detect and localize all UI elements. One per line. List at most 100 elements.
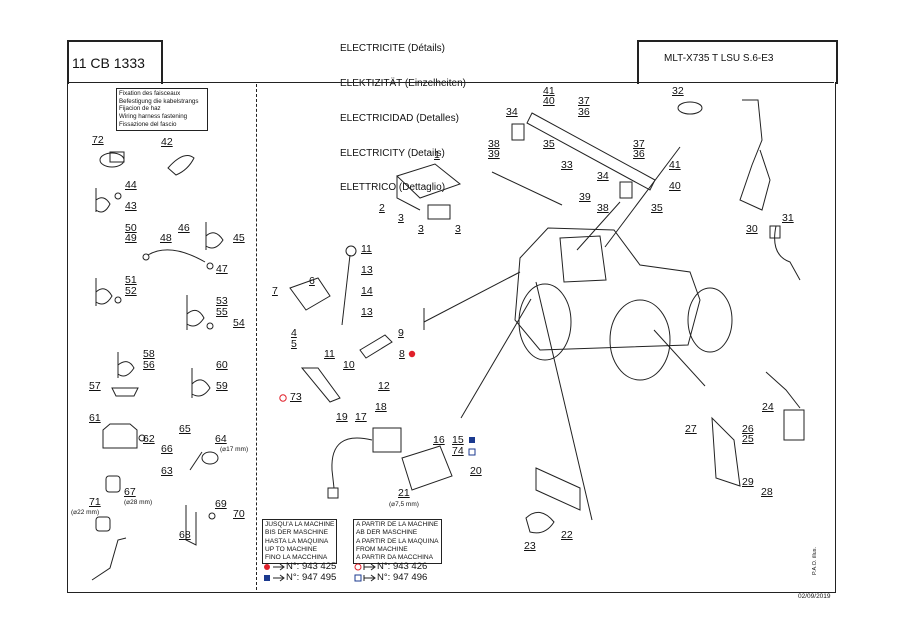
callout-36b: 36 [633, 148, 645, 160]
callout-55: 55 [216, 306, 228, 318]
part-connector-3 [427, 204, 451, 220]
fixation-es: Fijacion de haz [119, 105, 161, 113]
callout-17: 17 [355, 411, 367, 423]
callout-49: 49 [125, 232, 137, 244]
callout-63: 63 [161, 465, 173, 477]
callout-34b: 34 [597, 170, 609, 182]
callout-14: 14 [361, 285, 373, 297]
from-machine-legend: A PARTIR DE LA MACHINE AB DER MASCHINE A… [353, 519, 442, 565]
callout-18: 18 [375, 401, 387, 413]
ref-box [67, 40, 163, 84]
dim-22mm: (⌀22 mm) [71, 509, 100, 516]
callout-39b: 39 [579, 191, 591, 203]
part-frame-rail [535, 467, 581, 511]
until-es: HASTA LA MAQUINA [265, 537, 329, 545]
callout-61: 61 [89, 412, 101, 424]
callout-60: 60 [216, 359, 228, 371]
arrow-from-icon [363, 563, 376, 571]
callout-35a: 35 [543, 138, 555, 150]
callout-35b: 35 [651, 202, 663, 214]
callout-23: 23 [524, 540, 536, 552]
part-clip-56 [111, 352, 139, 397]
part-clip-45 [205, 222, 224, 250]
serial-from-1: N°: 943 426 [377, 561, 428, 572]
serial-marker-blue-filled [264, 575, 270, 581]
model-box [637, 40, 838, 84]
callout-5: 5 [291, 338, 297, 350]
serial-until-2: N°: 947 495 [286, 572, 337, 583]
callout-42: 42 [161, 136, 173, 148]
serial-from-2: N°: 947 496 [377, 572, 428, 583]
callout-26: 26 [742, 423, 754, 435]
part-hose-48 [142, 249, 214, 270]
callout-21: 21 [398, 487, 410, 499]
callout-40a: 40 [543, 95, 555, 107]
callout-74: 74 [452, 445, 464, 457]
callout-32: 32 [672, 85, 684, 97]
callout-10: 10 [343, 359, 355, 371]
dim-28mm: (⌀28 mm) [124, 499, 153, 506]
callout-54: 54 [233, 317, 245, 329]
callout-45: 45 [233, 232, 245, 244]
callout-47: 47 [216, 263, 228, 275]
callout-24: 24 [762, 401, 774, 413]
part-bracket-1 [396, 163, 462, 211]
from-es: A PARTIR DE LA MAQUINA [356, 537, 439, 545]
callout-41a: 41 [543, 85, 555, 97]
part-sensor-32 [677, 99, 801, 281]
title-de: ELEKTIZITÄT (Einzelheiten) [340, 77, 466, 89]
callout-51: 51 [125, 274, 137, 286]
part-lever-9 [359, 334, 393, 359]
fixation-fr: Fixation des faisceaux [119, 90, 181, 97]
marker-blue-filled [469, 437, 475, 443]
dim-17mm: (⌀17 mm) [220, 446, 249, 453]
fixation-en: Wiring harness fastening [119, 113, 188, 121]
callout-66: 66 [161, 443, 173, 455]
part-bracket-61 [102, 423, 146, 449]
part-switch-6 [289, 277, 331, 311]
author-credit: P.A.O. illus. [812, 546, 818, 575]
fixation-legend: Fixation des faisceaux Befestigung die k… [116, 88, 208, 131]
callout-68: 68 [179, 529, 191, 541]
callout-30: 30 [746, 223, 758, 235]
callout-64: 64 [215, 433, 227, 445]
callout-37a: 37 [578, 95, 590, 107]
until-fr: JUSQU'A LA MACHINE [265, 521, 335, 528]
machine-model: MLT-X735 T LSU S.6-E3 [664, 53, 774, 64]
callout-53: 53 [216, 295, 228, 307]
title-fr: ELECTRICITE (Détails) [340, 43, 446, 55]
part-clip-51 [95, 278, 122, 306]
callout-52: 52 [125, 285, 137, 297]
until-en: UP TO MACHINE [265, 545, 318, 553]
callout-28: 28 [761, 486, 773, 498]
callout-11b: 11 [324, 348, 335, 360]
part-bracket-68 [185, 505, 216, 546]
callout-62: 62 [143, 433, 155, 445]
title-it: ELETTRICO (Dettaglio) [340, 182, 446, 194]
callout-57: 57 [89, 380, 101, 392]
callout-33: 33 [561, 159, 573, 171]
machine-telehandler [514, 227, 733, 381]
serial-marker-blue-open [354, 574, 362, 582]
callout-1: 1 [434, 149, 440, 161]
callout-12: 12 [378, 380, 390, 392]
callout-58: 58 [143, 348, 155, 360]
serial-until-1: N°: 943 425 [286, 561, 337, 572]
callout-22: 22 [561, 529, 573, 541]
callout-20: 20 [470, 465, 482, 477]
callout-19: 19 [336, 411, 348, 423]
marker-red-filled [408, 350, 416, 358]
part-clip-34 [511, 123, 633, 199]
serial-marker-red-filled [264, 564, 270, 570]
marker-blue-open [468, 448, 476, 456]
callout-65: 65 [179, 423, 191, 435]
part-clip-53 [186, 295, 214, 330]
part-tie-42 [167, 155, 195, 176]
callout-31: 31 [782, 212, 794, 224]
header-rule [67, 82, 834, 83]
callout-39a: 39 [488, 148, 500, 160]
from-fr: A PARTIR DE LA MACHINE [356, 521, 439, 528]
part-sensor-17 [327, 427, 402, 499]
callout-73: 73 [290, 391, 302, 403]
